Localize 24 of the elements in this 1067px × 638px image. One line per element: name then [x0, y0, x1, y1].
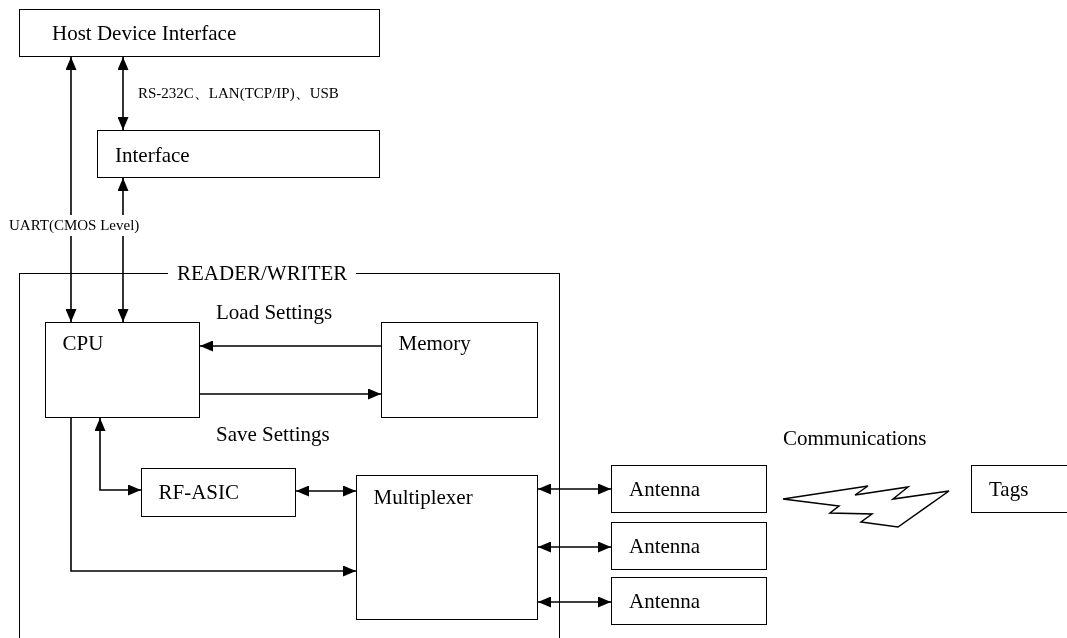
arrow [295, 485, 357, 497]
arrow [199, 340, 382, 352]
edge-label: Save Settings [216, 424, 330, 445]
memory-box: Memory [380, 321, 538, 418]
arrow [117, 56, 129, 131]
arrow [537, 483, 612, 495]
edge-label: Load Settings [216, 302, 333, 323]
arrow [537, 596, 612, 608]
antenna-box: Antenna [611, 577, 767, 625]
signal-label: UART(CMOS Level) [9, 215, 140, 236]
arrow [199, 388, 382, 400]
antenna-box: Antenna [611, 465, 767, 513]
arrow [94, 417, 142, 496]
asic-box: RF-ASIC [140, 467, 296, 517]
cpu-box: CPU [44, 321, 200, 418]
interface-box: Interface [97, 130, 380, 178]
arrow [70, 417, 357, 577]
antenna-box: Antenna [611, 522, 767, 570]
tags-box: Tags [971, 465, 1067, 513]
interface-box: Host Device Interface [19, 9, 380, 57]
edge-label: RS-232C、LAN(TCP/IP)、USB [138, 86, 339, 101]
arrow [537, 541, 612, 553]
arrow [65, 56, 77, 323]
multiplexer-box: Multiplexer [355, 474, 538, 620]
